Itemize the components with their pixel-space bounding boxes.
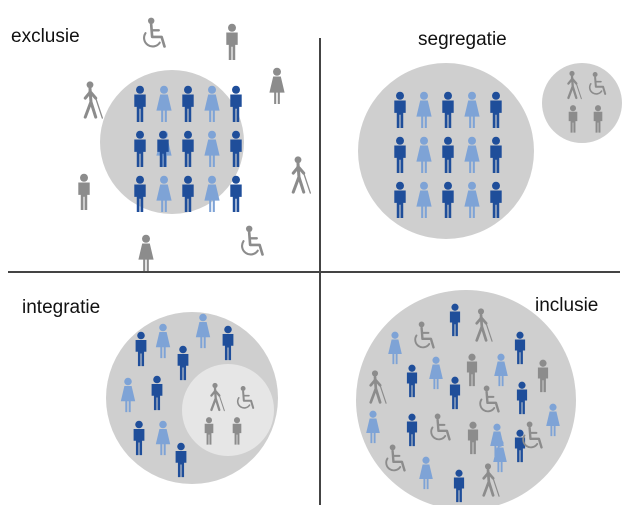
person-icon: [134, 130, 146, 168]
person-icon: [175, 442, 187, 478]
person-icon: [232, 417, 242, 445]
woman-icon: [269, 67, 285, 105]
person-icon: [133, 420, 145, 456]
blind-person-icon: [210, 382, 225, 412]
person-icon: [442, 181, 454, 219]
person-icon: [230, 130, 242, 168]
person-icon: [537, 359, 549, 393]
person-icon: [467, 421, 479, 455]
woman-icon: [419, 456, 433, 490]
woman-icon: [416, 181, 432, 219]
person-icon: [593, 105, 603, 133]
blind-person-icon: [291, 156, 312, 194]
blind-person-icon: [567, 70, 582, 100]
person-icon: [449, 376, 461, 410]
person-icon: [442, 91, 454, 129]
person-icon: [135, 331, 147, 367]
person-icon: [568, 105, 578, 133]
person-icon: [406, 413, 418, 447]
woman-icon: [366, 410, 380, 444]
woman-icon: [156, 175, 172, 213]
person-icon: [226, 23, 238, 61]
person-icon: [134, 175, 146, 213]
integratie-minority-circle: [182, 364, 274, 456]
woman-icon: [464, 181, 480, 219]
person-icon: [177, 345, 189, 381]
woman-icon: [464, 91, 480, 129]
blind-person-icon: [482, 463, 500, 497]
figures-layer: [78, 17, 607, 503]
blind-person-icon: [475, 308, 493, 342]
segregatie-minority-circle: [542, 63, 622, 143]
woman-icon: [156, 85, 172, 123]
person-icon: [182, 130, 194, 168]
woman-icon: [464, 136, 480, 174]
person-icon: [449, 303, 461, 337]
woman-icon: [204, 130, 220, 168]
wheelchair-user-icon: [588, 72, 607, 95]
person-icon: [204, 417, 214, 445]
woman-icon: [138, 234, 154, 272]
wheelchair-user-icon: [236, 386, 255, 409]
person-icon: [394, 181, 406, 219]
person-icon: [230, 175, 242, 213]
person-icon: [516, 381, 528, 415]
woman-icon: [204, 85, 220, 123]
wheelchair-user-icon: [414, 321, 435, 349]
person-icon: [490, 181, 502, 219]
person-icon: [78, 173, 90, 211]
woman-icon: [416, 136, 432, 174]
person-icon: [514, 331, 526, 365]
person-icon: [222, 325, 234, 361]
quadrant-label-inclusie: inclusie: [535, 295, 599, 316]
woman-icon: [493, 439, 507, 473]
blind-person-icon: [83, 81, 104, 119]
woman-icon: [546, 403, 560, 437]
person-icon: [514, 429, 526, 463]
person-icon: [453, 469, 465, 503]
wheelchair-user-icon: [143, 17, 166, 48]
person-icon: [466, 353, 478, 387]
wheelchair-user-icon: [430, 413, 451, 441]
woman-icon: [155, 420, 171, 456]
wheelchair-user-icon: [241, 225, 264, 256]
person-icon: [182, 175, 194, 213]
exclusie-majority-circle: [100, 70, 244, 214]
person-icon: [134, 85, 146, 123]
woman-icon: [429, 356, 443, 390]
wheelchair-user-icon: [479, 385, 500, 413]
woman-icon: [388, 331, 402, 365]
blind-person-icon: [369, 370, 387, 404]
person-icon: [442, 136, 454, 174]
person-icon: [157, 130, 169, 168]
woman-icon: [204, 175, 220, 213]
woman-icon: [195, 313, 211, 349]
wheelchair-user-icon: [522, 421, 543, 449]
woman-icon: [494, 353, 508, 387]
person-icon: [394, 91, 406, 129]
quadrant-label-segregatie: segregatie: [418, 29, 507, 50]
wheelchair-user-icon: [385, 444, 406, 472]
quadrant-label-exclusie: exclusie: [11, 26, 80, 47]
woman-icon: [155, 323, 171, 359]
person-icon: [406, 364, 418, 398]
person-icon: [151, 375, 163, 411]
person-icon: [490, 91, 502, 129]
woman-icon: [416, 91, 432, 129]
person-icon: [490, 136, 502, 174]
person-icon: [394, 136, 406, 174]
inclusie-circle: [356, 290, 576, 505]
woman-icon: [120, 377, 136, 413]
person-icon: [182, 85, 194, 123]
quadrant-label-integratie: integratie: [22, 297, 101, 318]
person-icon: [230, 85, 242, 123]
